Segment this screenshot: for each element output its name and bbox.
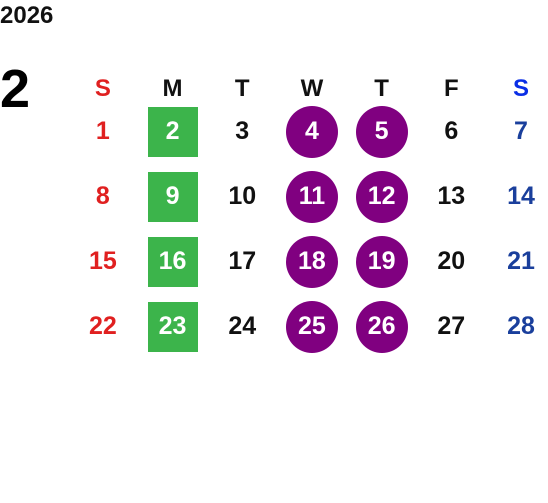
day-cell[interactable]: 17 — [228, 247, 257, 275]
weekday-tuesday: T — [234, 75, 250, 102]
month-number: 2 — [0, 59, 31, 119]
day-cell[interactable]: 28 — [507, 312, 535, 340]
day-cell[interactable]: 20 — [437, 247, 466, 275]
day-cell-green[interactable]: 16 — [147, 236, 198, 287]
day-cell[interactable]: 21 — [507, 247, 535, 275]
week-row: 1 2 3 4 5 6 7 — [68, 99, 548, 164]
day-cell[interactable]: 3 — [235, 117, 250, 145]
day-cell[interactable]: 8 — [95, 182, 110, 210]
day-cell-purple[interactable]: 19 — [355, 235, 408, 288]
day-cell[interactable]: 14 — [507, 182, 535, 210]
weekday-friday: F — [443, 75, 459, 102]
weekday-thursday: T — [374, 75, 389, 102]
day-cell[interactable]: 24 — [228, 312, 257, 340]
weekday-saturday: S — [512, 75, 529, 102]
day-cell-purple[interactable]: 26 — [355, 300, 408, 353]
day-cell-purple[interactable]: 5 — [355, 105, 408, 158]
day-cell[interactable]: 22 — [88, 312, 117, 340]
day-cell[interactable]: 15 — [88, 247, 117, 275]
day-cell[interactable]: 6 — [444, 117, 459, 145]
weekday-monday: M — [162, 75, 183, 102]
day-cell-purple[interactable]: 18 — [285, 235, 338, 288]
week-row: 22 23 24 25 26 27 28 — [68, 294, 548, 359]
day-cell[interactable]: 27 — [437, 312, 466, 340]
day-cell-green[interactable]: 9 — [147, 171, 198, 222]
year-label: 2026 — [0, 2, 54, 29]
day-cell-purple[interactable]: 25 — [285, 300, 338, 353]
day-cell-purple[interactable]: 11 — [285, 170, 338, 223]
calendar-grid: S M T W T F S 1 2 3 4 5 6 7 8 9 10 11 12… — [68, 63, 548, 359]
day-cell-green[interactable]: 23 — [147, 301, 198, 352]
day-cell[interactable]: 1 — [95, 117, 110, 145]
day-cell[interactable]: 10 — [228, 182, 257, 210]
day-cell-green[interactable]: 2 — [147, 106, 198, 157]
weekday-header-row: S M T W T F S — [68, 63, 548, 102]
day-cell-purple[interactable]: 12 — [355, 170, 408, 223]
weekday-sunday: S — [94, 75, 111, 102]
day-cell[interactable]: 7 — [514, 117, 528, 145]
weekday-wednesday: W — [300, 75, 324, 102]
week-row: 8 9 10 11 12 13 14 — [68, 164, 548, 229]
day-cell-purple[interactable]: 4 — [285, 105, 338, 158]
day-cell[interactable]: 13 — [437, 182, 466, 210]
week-row: 15 16 17 18 19 20 21 — [68, 229, 548, 294]
